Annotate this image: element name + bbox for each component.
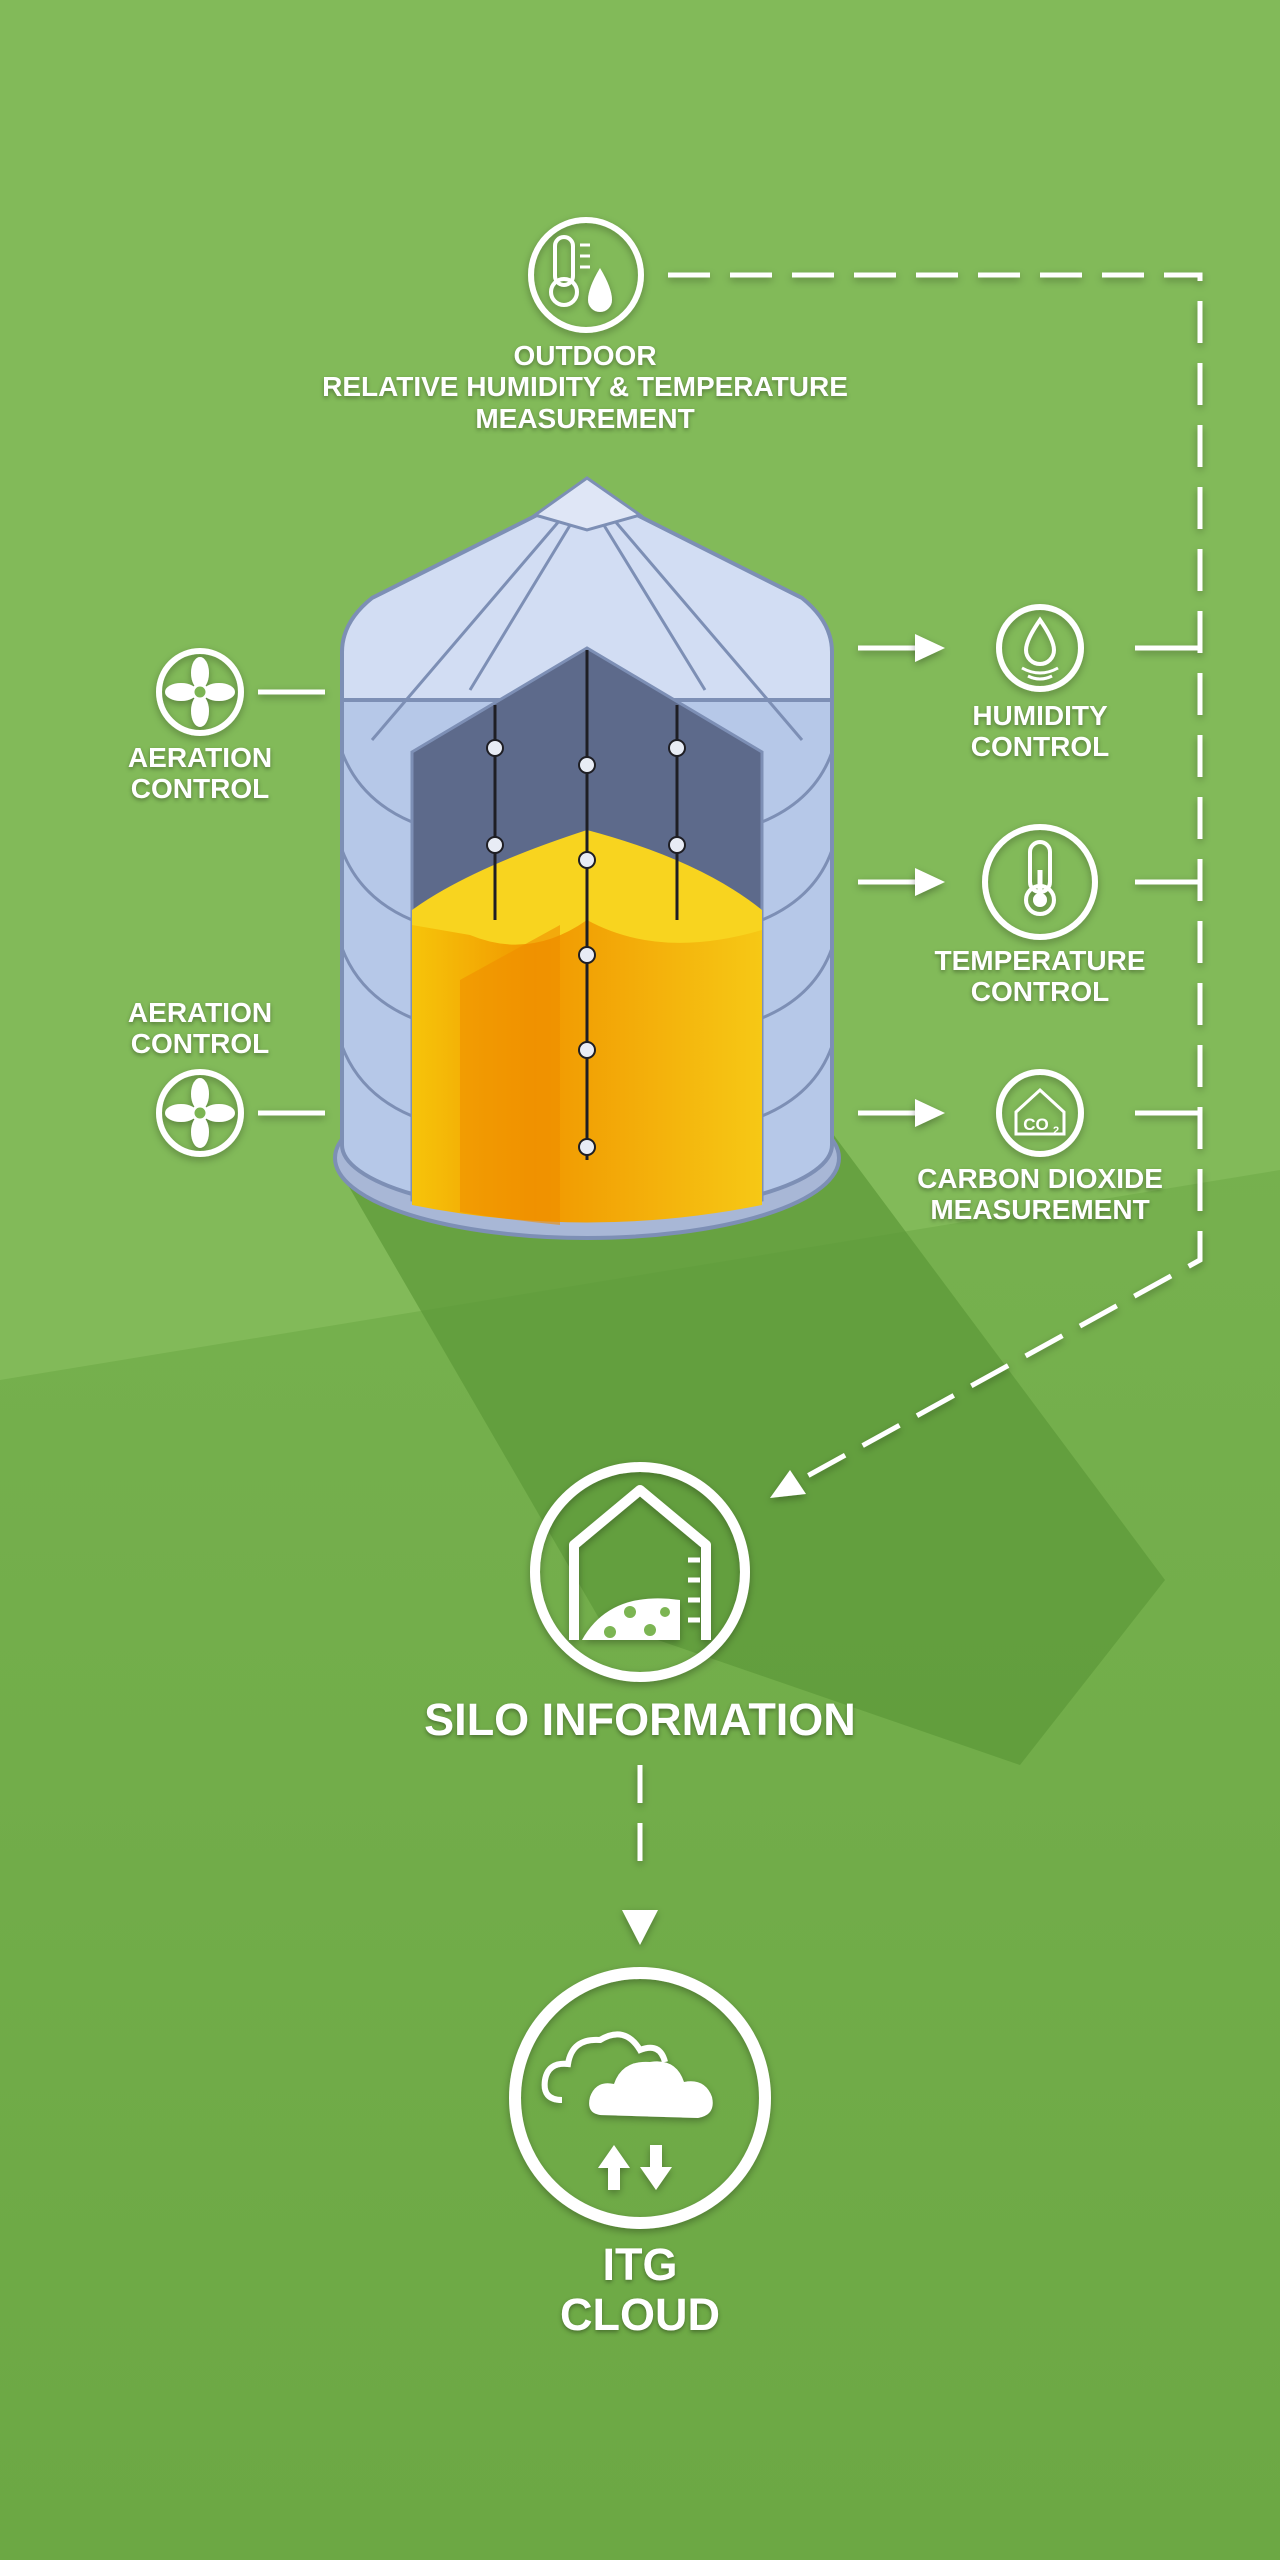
arrowheads [622,634,945,1945]
cloud-arrowhead [622,1910,658,1945]
aeration-top-line-1: AERATION [127,742,273,773]
silo-roof-cap [531,476,644,532]
humidity-control-label: HUMIDITY CONTROL [920,700,1160,763]
silo-info-arrowhead [770,1470,806,1498]
grain-front-face [460,925,560,1225]
co2-line-1: CARBON DIOXIDE [917,1163,1163,1194]
fan-icon [156,648,244,736]
outdoor-label-line-2: RELATIVE HUMIDITY & TEMPERATURE [322,371,848,403]
silo-ring [340,947,834,1020]
cloud-line-2: CLOUD [560,2289,720,2341]
aeration-top-line-2: CONTROL [130,773,270,805]
fan-icon [156,1069,244,1157]
co2-arrowhead [915,1099,945,1127]
aeration-bottom-line-2: CONTROL [130,1028,270,1060]
connector-lines [258,272,1203,1880]
silo-ring [340,1045,834,1118]
silo-roof-ribs [370,519,804,741]
temperature-line-1: TEMPERATURE [934,945,1146,976]
silo-ring [340,849,834,922]
silo [333,476,841,1240]
cloud-sync-icon [509,1967,771,2229]
temperature-control-label: TEMPERATURE CONTROL [900,945,1180,1008]
outdoor-label-line-3: MEASUREMENT [475,402,695,434]
aeration-control-bottom-label: AERATION CONTROL [100,997,300,1060]
humidity-arrowhead [915,634,945,662]
co2-line-2: MEASUREMENT [930,1194,1150,1226]
sensor-nodes [486,739,686,1156]
temperature-line-2: CONTROL [970,976,1110,1008]
silo-information-label: SILO INFORMATION [424,1694,856,1745]
cloud-line-1: ITG [602,2239,678,2290]
humidity-line-1: HUMIDITY [972,700,1108,731]
thermometer-icon [982,824,1098,940]
humidity-line-2: CONTROL [970,731,1110,763]
thermometer-humidity-icon [528,217,644,333]
temperature-arrowhead [915,868,945,896]
outdoor-measurement-label: OUTDOOR RELATIVE HUMIDITY & TEMPERATURE … [290,340,880,434]
co2-icon-text: CO [1023,1115,1049,1134]
carbon-dioxide-label: CARBON DIOXIDE MEASUREMENT [890,1163,1190,1226]
silo-shadow [345,1130,1165,1765]
itg-cloud-label: ITG CLOUD [440,2239,840,2341]
aeration-bottom-line-1: AERATION [127,997,273,1028]
aeration-control-top-label: AERATION CONTROL [100,742,300,805]
water-drop-icon [996,604,1084,692]
outdoor-dashed-line [668,272,1203,1483]
co2-icon-subscript: 2 [1053,1125,1059,1137]
silo-icon [530,1462,750,1682]
outdoor-label-line-1: OUTDOOR [513,340,657,371]
silo-ring [340,751,834,824]
co2-icon: CO 2 [996,1069,1084,1157]
